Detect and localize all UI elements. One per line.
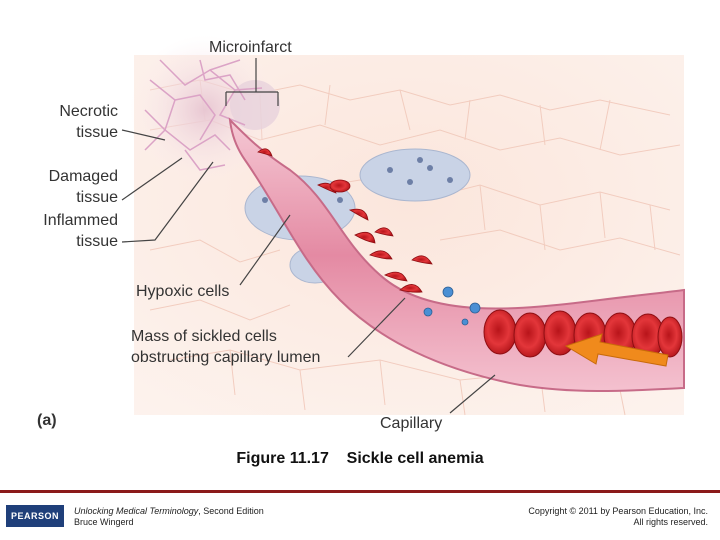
- label-mass-line-2: obstructing capillary lumen: [131, 347, 320, 368]
- label-necrotic-tissue: Necrotic tissue: [20, 101, 118, 143]
- footer-copyright: Copyright © 2011 by Pearson Education, I…: [528, 506, 708, 528]
- label-damaged-line-2: tissue: [20, 187, 118, 208]
- book-edition: , Second Edition: [198, 506, 264, 516]
- label-inflammed-line-2: tissue: [20, 231, 118, 252]
- label-mass-line-1: Mass of sickled cells: [131, 326, 320, 347]
- figure-caption: Figure 11.17 Sickle cell anemia: [0, 450, 720, 468]
- label-damaged-tissue: Damaged tissue: [20, 166, 118, 208]
- copyright-line: Copyright © 2011 by Pearson Education, I…: [528, 506, 708, 517]
- pearson-logo: PEARSON: [6, 505, 64, 527]
- footer-book-info: Unlocking Medical Terminology, Second Ed…: [74, 506, 264, 528]
- label-necrotic-line-1: Necrotic: [20, 101, 118, 122]
- figure-title: Sickle cell anemia: [347, 450, 484, 467]
- label-inflammed-tissue: Inflammed tissue: [20, 210, 118, 252]
- label-inflammed-line-1: Inflammed: [20, 210, 118, 231]
- panel-letter: (a): [37, 410, 57, 431]
- book-title: Unlocking Medical Terminology: [74, 506, 198, 516]
- footer-divider: [0, 490, 720, 493]
- label-microinfarct: Microinfarct: [209, 37, 292, 58]
- figure-number: Figure 11.17: [236, 450, 329, 467]
- label-damaged-line-1: Damaged: [20, 166, 118, 187]
- footer-title-line: Unlocking Medical Terminology, Second Ed…: [74, 506, 264, 517]
- label-hypoxic-cells: Hypoxic cells: [136, 281, 229, 302]
- book-author: Bruce Wingerd: [74, 517, 264, 528]
- label-sickled-mass: Mass of sickled cells obstructing capill…: [131, 326, 320, 368]
- sickle-cell-figure: Microinfarct Necrotic tissue Damaged tis…: [0, 0, 720, 440]
- label-necrotic-line-2: tissue: [20, 122, 118, 143]
- label-capillary: Capillary: [380, 413, 442, 434]
- rights-line: All rights reserved.: [528, 517, 708, 528]
- caption-spacer: [333, 450, 342, 467]
